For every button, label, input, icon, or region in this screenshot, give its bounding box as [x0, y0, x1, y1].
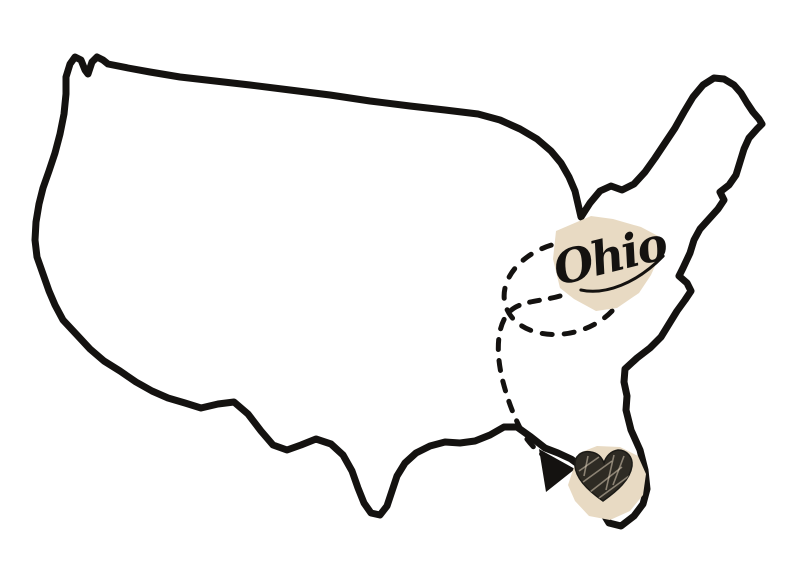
ohio-state-shape	[553, 216, 659, 311]
arrowhead-icon	[539, 449, 575, 492]
dashed-route	[495, 293, 563, 458]
ohio-label-flourish	[579, 254, 665, 293]
usa-outline	[31, 53, 766, 530]
heart-icon	[574, 449, 633, 502]
heart-shape	[574, 449, 633, 502]
heart-scribble-texture	[578, 454, 630, 499]
